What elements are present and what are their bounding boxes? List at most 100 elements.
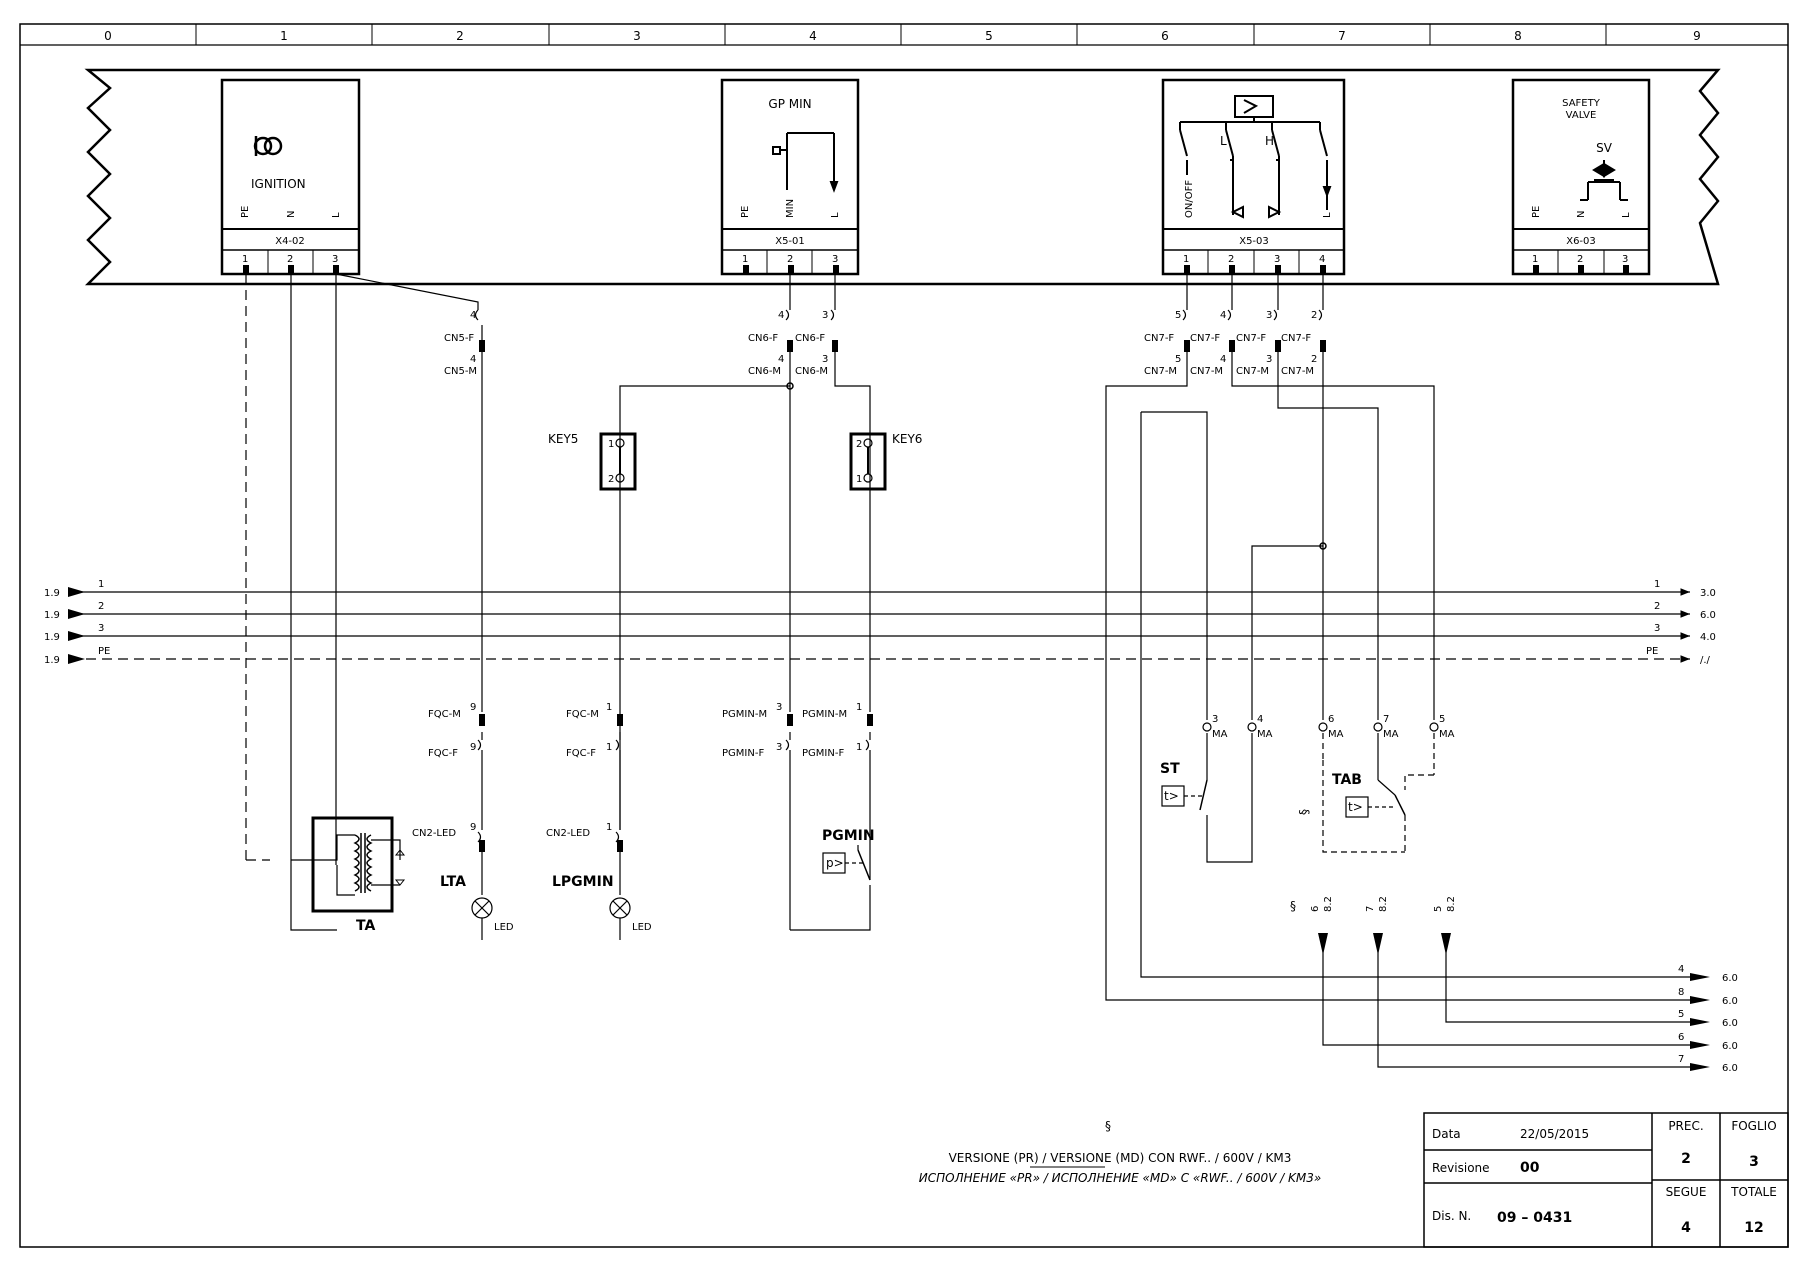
tb-revision: 00 [1520,1160,1540,1176]
key5-pin-1: 1 [608,439,614,450]
bus-name-2-left: 2 [98,601,104,612]
grid-col-7: 7 [1338,29,1346,43]
bus-right-ref-2: 6.0 [1700,610,1716,621]
down-ref-6: 6 [1310,906,1321,912]
notes-section-mark: § [1105,1119,1111,1133]
bus-right-ref-1: 3.0 [1700,588,1716,599]
grid-col-2: 2 [456,29,464,43]
grid-col-5: 5 [985,29,993,43]
output-num-8: 8 [1678,987,1684,998]
safety-valve-pin-1: 1 [1532,254,1538,265]
cn6-pin-a-m: 4 [778,354,784,365]
safety-valve-connector: X6-03 [1566,236,1596,247]
bus-right-ref-pe: /./ [1700,655,1711,666]
grid-col-4: 4 [809,29,817,43]
bus-name-2-right: 2 [1654,601,1660,612]
cn7-pin-3-f: 3 [1266,310,1272,321]
fqc-pin-lta-f: 9 [470,742,476,753]
grid-col-3: 3 [633,29,641,43]
title-block [1423,1112,1789,1248]
cn7-pin-2-m: 4 [1220,354,1226,365]
gp-min-term-min: MIN [785,199,796,218]
tb-segue: 4 [1681,1220,1691,1236]
ma-6-pin: 6 [1328,714,1334,725]
tab-label: TAB [1332,772,1362,788]
fqcf-label-lpgmin: FQC-F [566,748,596,759]
output-arrows [1318,933,1710,1071]
controller-term-onoff: ON/OFF [1184,180,1195,218]
gp-min-pin-1: 1 [742,254,748,265]
tab-t-relay: t> [1348,800,1363,814]
down-ref-6-sheet: 8.2 [1323,896,1334,912]
tb-data-label: Data [1432,1127,1461,1141]
tb-date: 22/05/2015 [1520,1127,1589,1141]
pgmin-pin-a-m: 3 [776,702,782,713]
fqc-pin-lpgmin-f: 1 [606,742,612,753]
cn7f-label-2: CN7-F [1190,333,1220,344]
cn2led-label-lpgmin: CN2-LED [546,828,590,839]
cn6m-label-b: CN6-M [795,366,828,377]
cn6f-label-b: CN6-F [795,333,825,344]
gp-min-term-pe: PE [740,206,751,218]
ta-label: TA [356,918,375,934]
led-label-lpgmin: LED [632,922,652,933]
output-num-6: 6 [1678,1032,1684,1043]
notes-line-ru: ИСПОЛНЕНИЕ «PR» / ИСПОЛНЕНИЕ «MD» С «RWF… [919,1171,1322,1185]
down-ref-7-sheet: 8.2 [1378,896,1389,912]
bus-name-1-left: 1 [98,579,104,590]
tb-prec-label: PREC. [1668,1119,1703,1133]
tb-prec: 2 [1681,1151,1691,1167]
grid-col-1: 1 [280,29,288,43]
controller-label-h: H [1265,134,1274,148]
controller-wiring [1105,274,1690,1068]
led-label-lta: LED [494,922,514,933]
pgminm-label-a: PGMIN-M [722,709,767,720]
section-mark-outputs: § [1290,899,1296,913]
fqcf-label-lta: FQC-F [428,748,458,759]
ignition-pin-2: 2 [287,254,293,265]
bus-right-ref-3: 4.0 [1700,632,1716,643]
bus-left-ref-3: 1.9 [44,632,60,643]
down-ref-5-sheet: 8.2 [1446,896,1457,912]
cn7-pin-4-f: 2 [1311,310,1317,321]
ignition-wiring [245,273,479,931]
cn7m-label-2: CN7-M [1190,366,1223,377]
gp-min-term-l: L [830,212,841,218]
cn7-pin-1-f: 5 [1175,310,1181,321]
cn2led-pin-lta: 9 [470,822,476,833]
cn5f-label: CN5-F [444,333,474,344]
bus-left-ref-2: 1.9 [44,610,60,621]
cn2led-pin-lpgmin: 1 [606,822,612,833]
cn6f-label-a: CN6-F [748,333,778,344]
drawing-frame [19,23,1789,1248]
gp-min-device: GP MIN PE MIN L X5-01 1 2 3 [720,78,860,276]
ignition-device: IGNITION PE N L X4-02 1 2 3 [220,78,361,276]
ma-4-pin: 4 [1257,714,1263,725]
tb-totale-label: TOTALE [1730,1185,1777,1199]
safety-valve-pin-3: 3 [1622,254,1628,265]
controller-label-l: L [1220,134,1227,148]
cn5m-label: CN5-M [444,366,477,377]
bus-name-1-right: 1 [1654,579,1660,590]
controller-pin-4: 4 [1319,254,1325,265]
down-ref-7: 7 [1365,906,1376,912]
tb-segue-label: SEGUE [1666,1185,1707,1199]
pgminf-label-b: PGMIN-F [802,748,844,759]
grid-col-8: 8 [1514,29,1522,43]
st-t-relay: t> [1164,789,1179,803]
cn2led-label-lta: CN2-LED [412,828,456,839]
output-ref-6: 6.0 [1722,1041,1738,1052]
pgmin-chain [785,274,887,931]
pressure-switch-icon [772,132,839,193]
cn7-pin-1-m: 5 [1175,354,1181,365]
ma-5-label: MA [1439,729,1455,740]
key6-label: KEY6 [892,432,922,446]
bus-left-ref-1: 1.9 [44,588,60,599]
key6-pin-2: 2 [856,439,862,450]
fqc-pin-lpgmin-m: 1 [606,702,612,713]
cn6-pin-b-f: 3 [822,310,828,321]
controller-pin-1: 1 [1183,254,1189,265]
fqcm-label-lpgmin: FQC-M [566,709,599,720]
tb-foglio: 3 [1749,1154,1759,1170]
grid-header [195,24,1607,45]
